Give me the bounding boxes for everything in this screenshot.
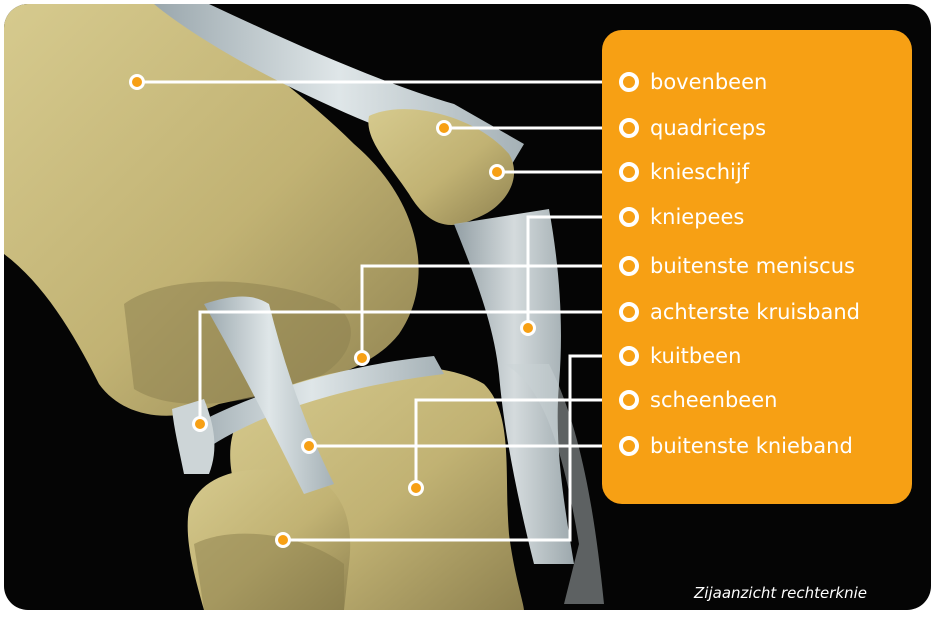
marker-knieband (303, 440, 316, 453)
label-kniepees: kniepees (650, 204, 744, 230)
marker-bovenbeen (131, 76, 144, 89)
marker-knieschijf (491, 166, 504, 179)
label-kuitbeen: kuitbeen (650, 343, 741, 369)
caption: Zijaanzicht rechterknie (694, 584, 867, 602)
label-achterste-kruisband: achterste kruisband (650, 299, 860, 325)
label-knieschijf: knieschijf (650, 159, 749, 185)
label-bovenbeen: bovenbeen (650, 69, 767, 95)
marker-kruisband (194, 418, 207, 431)
label-buitenste-meniscus: buitenste meniscus (650, 253, 855, 279)
marker-meniscus (356, 352, 369, 365)
marker-scheenbeen (410, 482, 423, 495)
marker-quadriceps (438, 122, 451, 135)
label-scheenbeen: scheenbeen (650, 387, 777, 413)
marker-kniepees (522, 322, 535, 335)
knee-anatomy-diagram: bovenbeen quadriceps knieschijf kniepees… (4, 4, 931, 610)
label-buitenste-knieband: buitenste knieband (650, 433, 853, 459)
cruciate-ligament-shape (172, 399, 214, 474)
marker-kuitbeen (277, 534, 290, 547)
label-quadriceps: quadriceps (650, 115, 766, 141)
